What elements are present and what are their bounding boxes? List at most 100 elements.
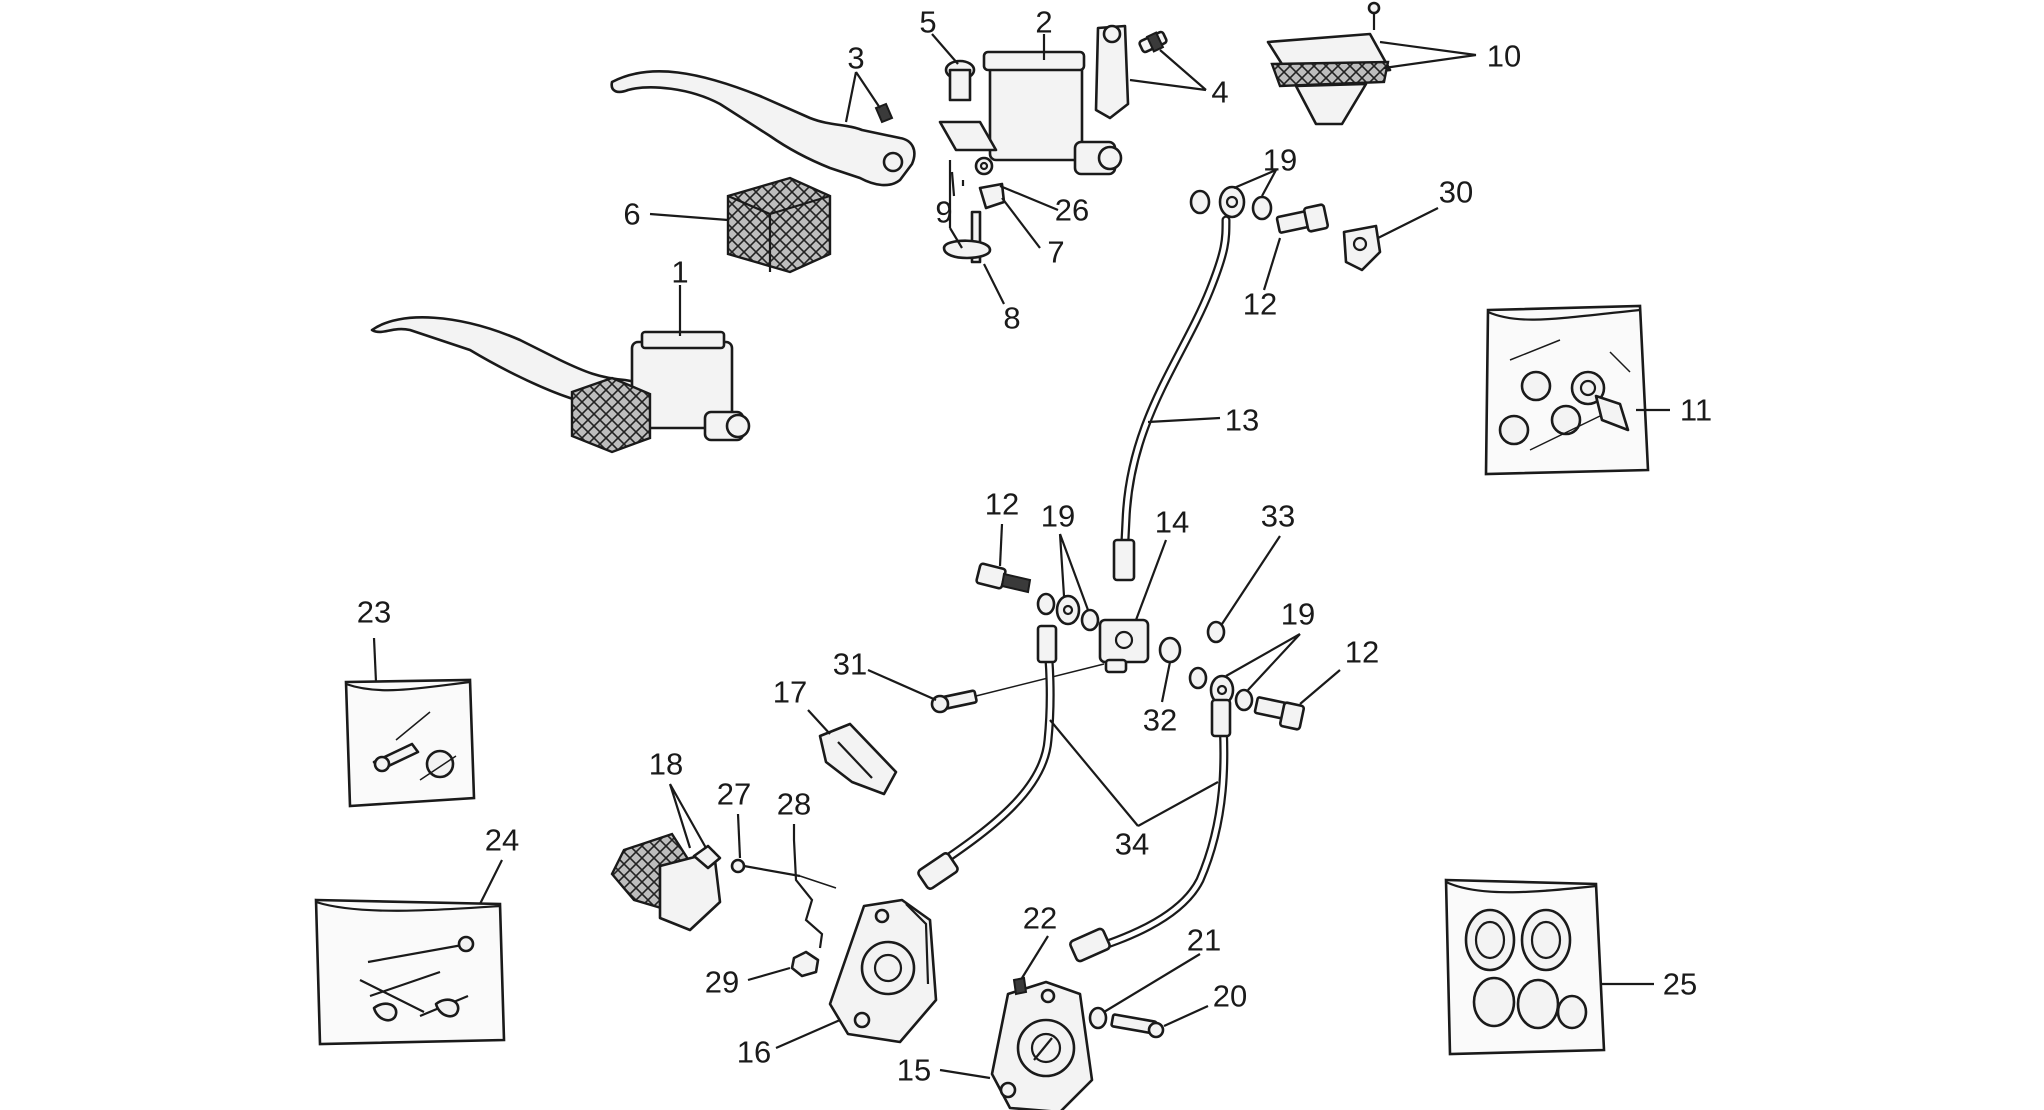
callout-24: 24 bbox=[485, 823, 519, 858]
caliper-bolt-20 bbox=[1110, 1013, 1165, 1039]
callout-12b: 12 bbox=[985, 487, 1019, 522]
reservoir-cap bbox=[938, 59, 998, 152]
mounting-plate-10 bbox=[1266, 1, 1392, 126]
callout-14: 14 bbox=[1155, 505, 1189, 540]
repair-kit-bag-11 bbox=[1484, 304, 1650, 476]
callout-1: 1 bbox=[671, 255, 688, 290]
callout-3: 3 bbox=[847, 41, 864, 76]
callout-33: 33 bbox=[1261, 499, 1295, 534]
callout-11: 11 bbox=[1680, 393, 1712, 428]
three-way-junction bbox=[975, 562, 1226, 674]
leader-16 bbox=[775, 1018, 841, 1050]
lower-right-banjo-fitting bbox=[1188, 666, 1306, 731]
callout-32: 32 bbox=[1143, 703, 1177, 738]
brake-hose-13 bbox=[1112, 215, 1231, 582]
brake-caliper-15 bbox=[990, 980, 1094, 1110]
leader-29 bbox=[747, 966, 791, 982]
callout-23: 23 bbox=[357, 595, 391, 630]
callout-26: 26 bbox=[1055, 193, 1089, 228]
callout-31: 31 bbox=[833, 647, 867, 682]
leader-23 bbox=[372, 637, 378, 683]
upper-banjo-fitting bbox=[1189, 185, 1330, 234]
callout-30: 30 bbox=[1439, 175, 1473, 210]
callout-25: 25 bbox=[1663, 967, 1697, 1002]
leader-15 bbox=[939, 1068, 991, 1080]
handlebar-bracket-and-bolts bbox=[1094, 24, 1168, 120]
leader-10 bbox=[1379, 40, 1477, 70]
callout-17: 17 bbox=[773, 675, 807, 710]
leader-3 bbox=[844, 71, 881, 123]
bleeder-screw-22 bbox=[1012, 976, 1028, 996]
repair-kit-bag-25 bbox=[1444, 878, 1606, 1056]
leader-19c bbox=[1225, 633, 1301, 691]
callout-numbers: 1 2 3 4 5 6 7 8 9 10 11 12 12 12 13 14 1… bbox=[357, 5, 1712, 1088]
callout-9: 9 bbox=[935, 195, 952, 230]
washer-21 bbox=[1088, 1006, 1108, 1030]
brake-hoses-34 bbox=[917, 624, 1232, 963]
leader-26 bbox=[999, 184, 1059, 212]
brake-lever-upper bbox=[610, 70, 916, 187]
leader-20 bbox=[1163, 1004, 1209, 1028]
callout-19b: 19 bbox=[1041, 499, 1075, 534]
callout-12a: 12 bbox=[1243, 287, 1277, 322]
leader-31 bbox=[867, 668, 937, 702]
callout-27: 27 bbox=[717, 777, 751, 812]
leader-8 bbox=[983, 263, 1005, 305]
brake-pads-18 bbox=[610, 832, 722, 932]
callout-4: 4 bbox=[1211, 75, 1228, 110]
repair-kit-bag-24 bbox=[314, 898, 506, 1046]
bolt-31 bbox=[930, 663, 1105, 714]
callout-8: 8 bbox=[1003, 301, 1020, 336]
leader-14 bbox=[1134, 539, 1168, 621]
callout-21: 21 bbox=[1187, 923, 1221, 958]
brake-caliper-16 bbox=[828, 898, 938, 1044]
callout-7: 7 bbox=[1047, 235, 1064, 270]
callout-18: 18 bbox=[649, 747, 683, 782]
callout-13: 13 bbox=[1225, 403, 1259, 438]
leader-32 bbox=[1160, 661, 1172, 703]
leader-27 bbox=[736, 813, 742, 859]
leader-19b bbox=[1058, 533, 1090, 611]
leader-21 bbox=[1103, 953, 1201, 1013]
leader-13 bbox=[1147, 416, 1221, 424]
leader-12b bbox=[998, 523, 1004, 567]
leader-12a bbox=[1262, 237, 1282, 291]
repair-kit-bag-23 bbox=[344, 678, 476, 808]
leader-6 bbox=[649, 212, 729, 222]
leader-4 bbox=[1129, 49, 1207, 92]
callout-5: 5 bbox=[919, 5, 936, 40]
callout-28: 28 bbox=[777, 787, 811, 822]
leader-18 bbox=[668, 783, 707, 849]
leader-5 bbox=[931, 33, 959, 65]
leader-lines bbox=[372, 33, 1670, 1080]
bleeder-cap-30 bbox=[1342, 224, 1382, 272]
leader-24 bbox=[479, 859, 503, 905]
callout-15: 15 bbox=[897, 1053, 931, 1088]
callout-20: 20 bbox=[1213, 979, 1247, 1014]
leader-22 bbox=[1021, 935, 1049, 979]
callout-12c: 12 bbox=[1345, 635, 1379, 670]
callout-16: 16 bbox=[737, 1035, 771, 1070]
spring-28 bbox=[792, 839, 824, 949]
brake-fluid-reservoir bbox=[982, 50, 1123, 176]
switch-and-screws bbox=[942, 156, 1006, 264]
callout-19a: 19 bbox=[1263, 143, 1297, 178]
leader-17 bbox=[807, 709, 831, 735]
callout-2: 2 bbox=[1035, 5, 1052, 40]
leader-9 bbox=[950, 171, 956, 197]
leader-7 bbox=[1001, 197, 1041, 249]
callout-10: 10 bbox=[1487, 39, 1521, 74]
leader-19a bbox=[1233, 168, 1277, 197]
callout-6: 6 bbox=[623, 197, 640, 232]
callout-34: 34 bbox=[1115, 827, 1149, 862]
nut-29 bbox=[790, 950, 820, 978]
leader-12c bbox=[1299, 669, 1341, 705]
leader-30 bbox=[1377, 207, 1439, 239]
leader-33 bbox=[1221, 535, 1281, 625]
pad-pin-27 bbox=[730, 858, 837, 889]
callout-29: 29 bbox=[705, 965, 739, 1000]
callout-22: 22 bbox=[1023, 901, 1057, 936]
clamp-block-upper bbox=[726, 176, 832, 274]
